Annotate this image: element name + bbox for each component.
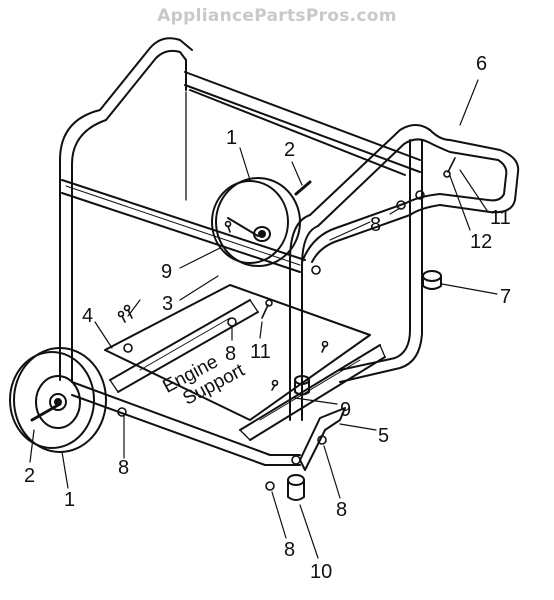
callout-7: 7 [500, 286, 512, 308]
callout-9-lower: 9 [340, 399, 352, 421]
callout-1-lower: 1 [64, 489, 76, 511]
bolts [117, 157, 456, 391]
callout-3: 3 [162, 293, 174, 315]
rubber-foot-rear [294, 375, 310, 396]
callout-2-upper: 2 [284, 139, 296, 161]
rubber-foot-7 [422, 270, 442, 290]
callout-5: 5 [378, 425, 390, 447]
callout-1-upper: 1 [226, 127, 238, 149]
site-watermark: AppliancePartsPros.com [157, 6, 397, 26]
support-bracket [299, 407, 346, 471]
callout-9-upper: 9 [161, 261, 173, 283]
callout-8-upper: 8 [370, 214, 382, 236]
leader-lines [29, 79, 498, 559]
callout-11-upper: 11 [490, 207, 511, 229]
wheel-upper [211, 177, 312, 267]
frame-tube [59, 37, 520, 421]
callout-8-right: 8 [336, 499, 348, 521]
nuts [117, 190, 425, 491]
back-panel [71, 91, 187, 381]
callout-12: 12 [470, 231, 493, 253]
rubber-foot-10 [287, 474, 305, 501]
callout-11-mid: 11 [250, 341, 271, 363]
callout-4: 4 [82, 305, 94, 327]
callout-10: 10 [310, 561, 333, 583]
callout-6: 6 [476, 53, 488, 75]
callout-8-mid: 8 [225, 343, 237, 365]
callout-8-bottom: 8 [284, 539, 296, 561]
callout-2-left: 2 [24, 465, 36, 487]
wheel-lower [9, 347, 107, 453]
callout-8-left: 8 [118, 457, 130, 479]
